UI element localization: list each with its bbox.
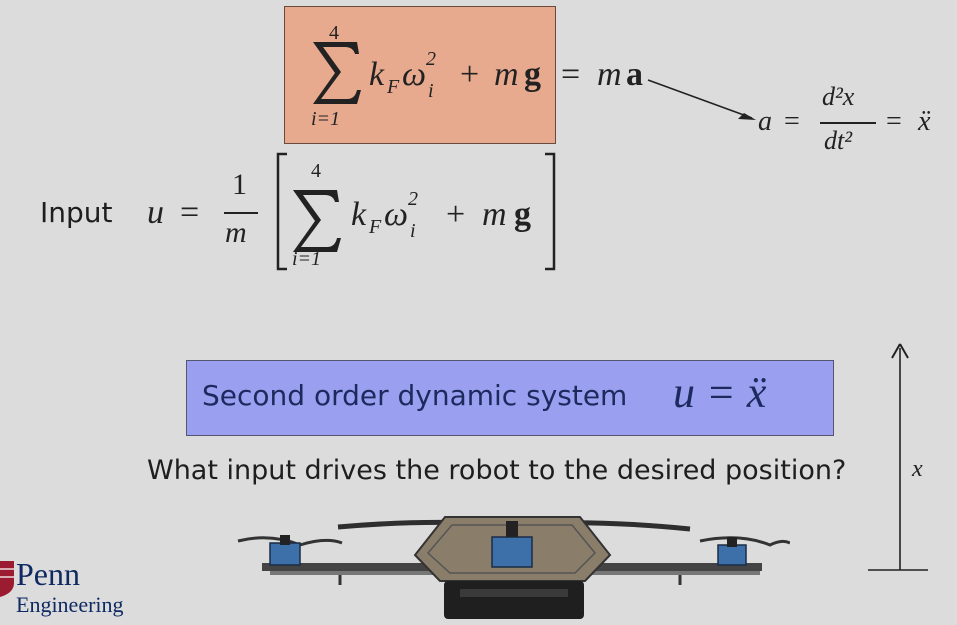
- force-equation-box: [284, 6, 556, 144]
- accel-equals1: =: [784, 106, 800, 137]
- position-axis-arrow: [868, 343, 928, 571]
- input-u: u: [147, 194, 164, 231]
- top-k-sub: F: [387, 76, 400, 98]
- top-mg-m: m: [494, 56, 519, 93]
- input-left-bracket: [276, 152, 287, 271]
- top-mg-g: g: [524, 56, 541, 93]
- accel-fraction-bar: [820, 122, 876, 124]
- input-mg-m: m: [482, 196, 507, 233]
- logo-engineering: Engineering: [16, 592, 124, 617]
- input-fraction-bar: [224, 212, 258, 214]
- top-sum-upper: 4: [329, 22, 339, 44]
- input-sum-symbol: [293, 190, 341, 252]
- input-k: k: [351, 196, 367, 233]
- accel-lhs: a: [758, 106, 772, 137]
- banner-text: Second order dynamic system: [202, 379, 628, 412]
- top-sum-lower: i=1: [311, 108, 341, 130]
- top-plus: +: [460, 56, 480, 93]
- input-mg-g: g: [514, 196, 531, 233]
- input-sum-lower: i=1: [292, 248, 322, 270]
- input-right-bracket: [545, 152, 556, 271]
- top-omega: ω: [402, 56, 427, 93]
- input-sum-upper: 4: [311, 160, 321, 182]
- input-label: Input: [40, 196, 113, 229]
- top-k: k: [369, 56, 385, 93]
- banner-equation: u = ẍ: [673, 368, 767, 417]
- accel-denominator: dt²: [824, 126, 853, 155]
- input-frac-num: 1: [232, 168, 247, 201]
- input-frac-den: m: [225, 216, 247, 249]
- second-order-banner: Second order dynamic system u = ẍ: [186, 360, 834, 436]
- top-ma-m: m: [597, 56, 622, 93]
- top-omega-sup: 2: [426, 48, 436, 70]
- logo-penn: Penn: [16, 556, 80, 592]
- input-plus: +: [446, 196, 466, 233]
- question-text: What input drives the robot to the desir…: [147, 455, 847, 486]
- axis-label-x: x: [912, 456, 923, 482]
- accel-numerator: d²x: [822, 82, 855, 111]
- penn-engineering-logo: Penn Engineering: [0, 555, 150, 625]
- penn-shield-icon: [0, 561, 14, 597]
- top-omega-sub: i: [428, 80, 434, 102]
- input-omega: ω: [384, 196, 409, 233]
- top-ma-a: a: [626, 56, 643, 93]
- input-omega-sup: 2: [408, 188, 418, 210]
- quadrotor-image: [237, 516, 790, 619]
- top-equals: =: [561, 56, 581, 93]
- top-sum-symbol: [313, 42, 361, 104]
- accel-equals2: =: [886, 106, 902, 137]
- accel-rhs: ẍ: [918, 106, 931, 137]
- input-equals: =: [180, 194, 200, 231]
- input-omega-sub: i: [410, 220, 416, 242]
- input-k-sub: F: [369, 216, 382, 238]
